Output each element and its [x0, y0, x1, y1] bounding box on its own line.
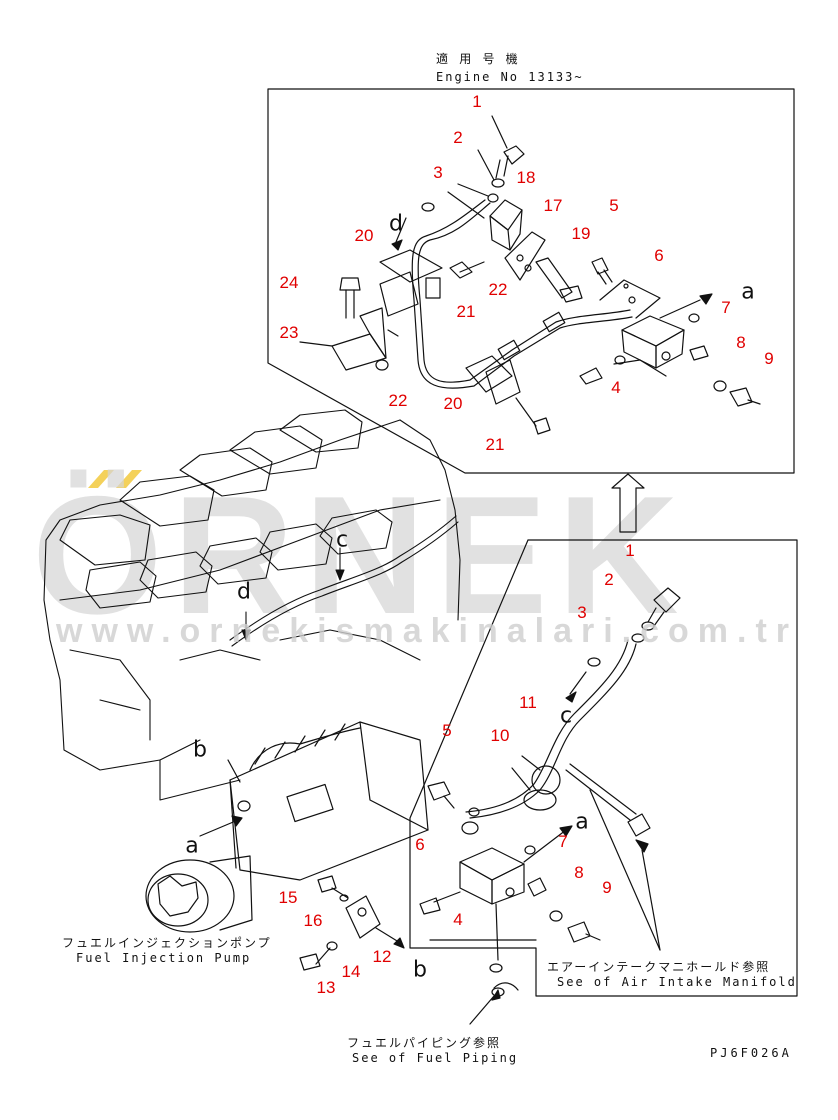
tag-a-top: a	[741, 279, 755, 305]
lower-bleeder-9	[567, 921, 601, 943]
callout-lower-14: 14	[341, 962, 361, 981]
piping-caption-en: See of Fuel Piping	[352, 1051, 519, 1065]
lower-block-4	[459, 847, 525, 961]
watermark-umlaut-dots	[82, 468, 152, 490]
callout-top-20a: 20	[354, 226, 374, 245]
top-fuel-pipe	[411, 199, 633, 389]
bolt-13	[299, 947, 331, 971]
callout-top-3: 3	[433, 163, 443, 182]
manifold-bolt	[627, 813, 651, 837]
top-bolt-21b	[515, 397, 551, 435]
pump-caption-jp: フュエルインジェクションポンプ	[62, 936, 272, 950]
callout-top-7: 7	[721, 298, 731, 317]
lower-fuel-pipe	[465, 639, 637, 819]
plate-17	[504, 231, 546, 281]
tag-a-lower: a	[575, 809, 589, 835]
top-block-4	[621, 315, 685, 377]
lower-bolt-1	[647, 587, 681, 627]
callout-lower-10: 10	[490, 726, 510, 745]
bracket-23	[299, 307, 387, 371]
piping-caption-jp: フュエルパイピング参照	[347, 1036, 502, 1050]
watermark-url: www.ornekismakinalari.com.tr	[56, 612, 799, 650]
callout-lower-12: 12	[372, 947, 392, 966]
callout-lower-16: 16	[303, 911, 323, 930]
top-bolt-5	[591, 257, 613, 285]
callout-top-18: 18	[516, 168, 536, 187]
engine-applicability-jp: 適 用 号 機	[436, 52, 520, 66]
bolt-19	[535, 257, 583, 303]
callout-top-22b: 22	[388, 391, 408, 410]
tag-b-pump: b	[193, 737, 207, 763]
callout-top-4: 4	[611, 378, 621, 397]
pump-caption-en: Fuel Injection Pump	[76, 951, 252, 965]
bolt-15	[317, 875, 349, 899]
spacer-18	[489, 199, 523, 251]
callout-top-24: 24	[279, 273, 299, 292]
callout-lower-1: 1	[625, 541, 635, 560]
callout-lower-3: 3	[577, 603, 587, 622]
callout-lower-5: 5	[442, 721, 452, 740]
callout-lower-4: 4	[453, 910, 463, 929]
bracket-12	[345, 895, 405, 949]
detail-link-arrow	[611, 473, 645, 533]
top-bolt-21a	[449, 261, 485, 279]
tag-d-engine: d	[237, 579, 251, 605]
callout-lower-13: 13	[316, 978, 336, 997]
top-detail-frame	[267, 88, 795, 474]
callout-top-8: 8	[736, 333, 746, 352]
tag-c-lower: c	[559, 703, 573, 729]
lower-detail-frame	[409, 539, 798, 997]
drawing-code: PJ6F026A	[710, 1046, 792, 1060]
manifold-caption-jp: エアーインテークマニホールド参照	[547, 960, 771, 974]
tag-a-pump: a	[185, 833, 199, 859]
callout-lower-6: 6	[415, 835, 425, 854]
callout-top-2: 2	[453, 128, 463, 147]
callout-top-5: 5	[609, 196, 619, 215]
callout-top-23: 23	[279, 323, 299, 342]
callout-lower-2: 2	[604, 570, 614, 589]
fuel-injection-pump	[145, 721, 429, 933]
engine-block	[43, 409, 461, 801]
top-clamp-20a	[379, 249, 443, 317]
top-bolt-1	[491, 115, 525, 179]
clamp-10-11	[511, 755, 561, 811]
callout-lower-8: 8	[574, 863, 584, 882]
top-bleeder-9	[729, 387, 761, 407]
tag-c-engine: c	[335, 527, 349, 553]
callout-top-21b: 21	[485, 435, 505, 454]
callout-top-17: 17	[543, 196, 563, 215]
top-bolt-24	[339, 277, 361, 319]
callout-top-19: 19	[571, 224, 591, 243]
callout-top-9: 9	[764, 349, 774, 368]
tag-b-bracket: b	[413, 957, 427, 983]
callout-top-20b: 20	[443, 394, 463, 413]
lower-bolt-5	[427, 781, 455, 809]
callout-top-21a: 21	[456, 302, 476, 321]
callout-top-6: 6	[654, 246, 664, 265]
callout-lower-11: 11	[519, 693, 537, 712]
callout-top-1: 1	[472, 92, 482, 111]
callout-top-22a: 22	[488, 280, 508, 299]
callout-lower-9: 9	[602, 878, 612, 897]
tag-d-top: d	[389, 211, 403, 237]
callout-lower-7: 7	[558, 832, 568, 851]
engine-applicability-en: Engine No 13133~	[436, 70, 584, 84]
manifold-caption-en: See of Air Intake Manifold	[557, 975, 797, 989]
callout-lower-15: 15	[278, 888, 298, 907]
top-clamp-20b	[465, 355, 521, 405]
